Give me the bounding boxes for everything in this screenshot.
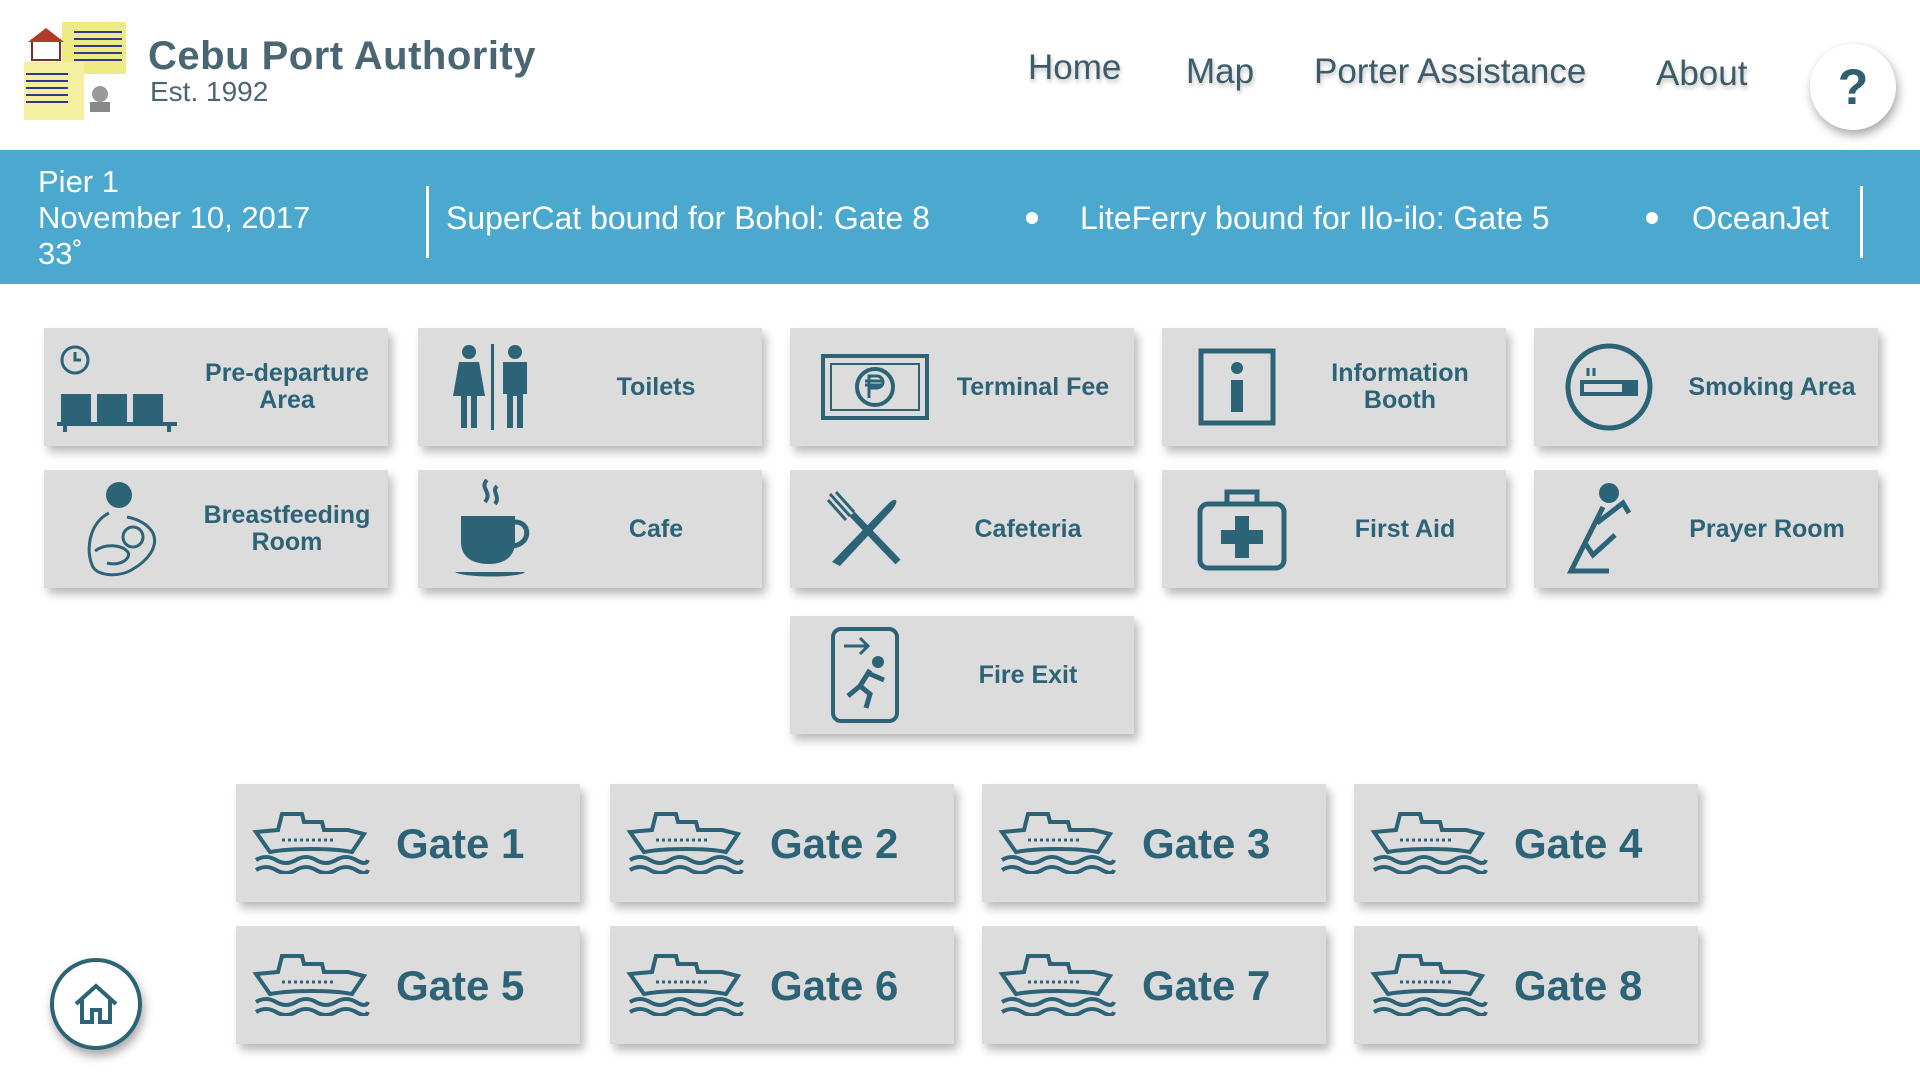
port-authority-logo [24,22,126,120]
banner-info: Pier 1 November 10, 2017 33˚ [38,164,310,272]
restroom-icon [418,328,568,446]
divider [426,186,429,258]
gate-1-button[interactable]: Gate 1 [236,784,580,902]
waiting-seats-icon [44,328,194,446]
nav-map[interactable]: Map [1186,52,1255,91]
gate-3-button[interactable]: Gate 3 [982,784,1326,902]
facility-toilets[interactable]: Toilets [418,328,762,446]
gate-label: Gate 1 [396,819,525,867]
facility-label: Breastfeeding Room [203,501,371,556]
gate-label: Gate 8 [1514,961,1643,1009]
facility-label: Cafe [628,514,684,543]
ticker-item: SuperCat bound for Bohol: Gate 8 [446,200,930,236]
gate-label: Gate 2 [770,819,899,867]
coffee-cup-icon [418,470,568,588]
home-icon [74,983,118,1024]
gate-label: Gate 3 [1142,819,1271,867]
facility-first-aid[interactable]: First Aid [1162,470,1506,588]
gate-7-button[interactable]: Gate 7 [982,926,1326,1044]
info-icon [1162,328,1312,446]
gate-label: Gate 7 [1142,961,1271,1009]
app-title: Cebu Port Authority [148,34,536,78]
fork-knife-icon [790,470,940,588]
facility-label: Fire Exit [978,660,1078,689]
ferry-icon [236,784,386,902]
current-date: November 10, 2017 [38,200,311,235]
gate-8-button[interactable]: Gate 8 [1354,926,1698,1044]
facility-label: Smoking Area [1688,372,1856,401]
facility-label: First Aid [1354,514,1456,543]
gate-5-button[interactable]: Gate 5 [236,926,580,1044]
fire-exit-icon [790,616,940,734]
gate-6-button[interactable]: Gate 6 [610,926,954,1044]
facility-fire-exit[interactable]: Fire Exit [790,616,1134,734]
first-aid-kit-icon [1162,470,1322,588]
facility-terminal-fee[interactable]: Terminal Fee [790,328,1134,446]
cigarette-icon [1534,328,1684,446]
temperature: 33˚ [38,236,83,271]
gate-4-button[interactable]: Gate 4 [1354,784,1698,902]
info-banner: Pier 1 November 10, 2017 33˚ SuperCat bo… [0,150,1920,284]
facility-label: Information Booth [1331,359,1469,414]
facility-label: Cafeteria [974,514,1082,543]
facility-breastfeeding-room[interactable]: Breastfeeding Room [44,470,388,588]
ferry-icon [982,784,1132,902]
gate-2-button[interactable]: Gate 2 [610,784,954,902]
facility-prayer-room[interactable]: Prayer Room [1534,470,1878,588]
divider [1860,186,1863,258]
ticker-item: OceanJet [1692,200,1829,236]
ferry-icon [610,784,760,902]
ticker-separator [1646,212,1658,224]
facility-label: Prayer Room [1689,514,1845,543]
ticker-item: LiteFerry bound for Ilo-ilo: Gate 5 [1080,200,1550,236]
nav-home[interactable]: Home [1028,48,1122,87]
facility-label: Terminal Fee [956,372,1110,401]
app-subtitle: Est. 1992 [150,76,269,107]
breastfeeding-icon [44,470,198,588]
ticker-separator [1026,212,1038,224]
facility-label: Toilets [616,372,696,401]
nav-about[interactable]: About [1656,54,1748,93]
ferry-icon [236,926,386,1044]
ferry-icon [1354,784,1504,902]
facility-information-booth[interactable]: Information Booth [1162,328,1506,446]
nav-porter-assistance[interactable]: Porter Assistance [1314,52,1587,91]
home-button[interactable] [50,958,142,1050]
ferry-icon [1354,926,1504,1044]
facility-cafe[interactable]: Cafe [418,470,762,588]
facility-label: Pre-departure Area [205,359,369,414]
gate-label: Gate 5 [396,961,525,1009]
kneeling-person-icon [1534,470,1664,588]
facility-smoking-area[interactable]: Smoking Area [1534,328,1878,446]
peso-bill-icon [790,328,960,446]
gate-label: Gate 6 [770,961,899,1009]
help-icon: ? [1837,59,1869,115]
gate-label: Gate 4 [1514,819,1643,867]
facility-cafeteria[interactable]: Cafeteria [790,470,1134,588]
ferry-icon [982,926,1132,1044]
help-button[interactable]: ? [1810,44,1896,130]
ferry-icon [610,926,760,1044]
facility-pre-departure-area[interactable]: Pre-departure Area [44,328,388,446]
pier-name: Pier 1 [38,164,119,199]
